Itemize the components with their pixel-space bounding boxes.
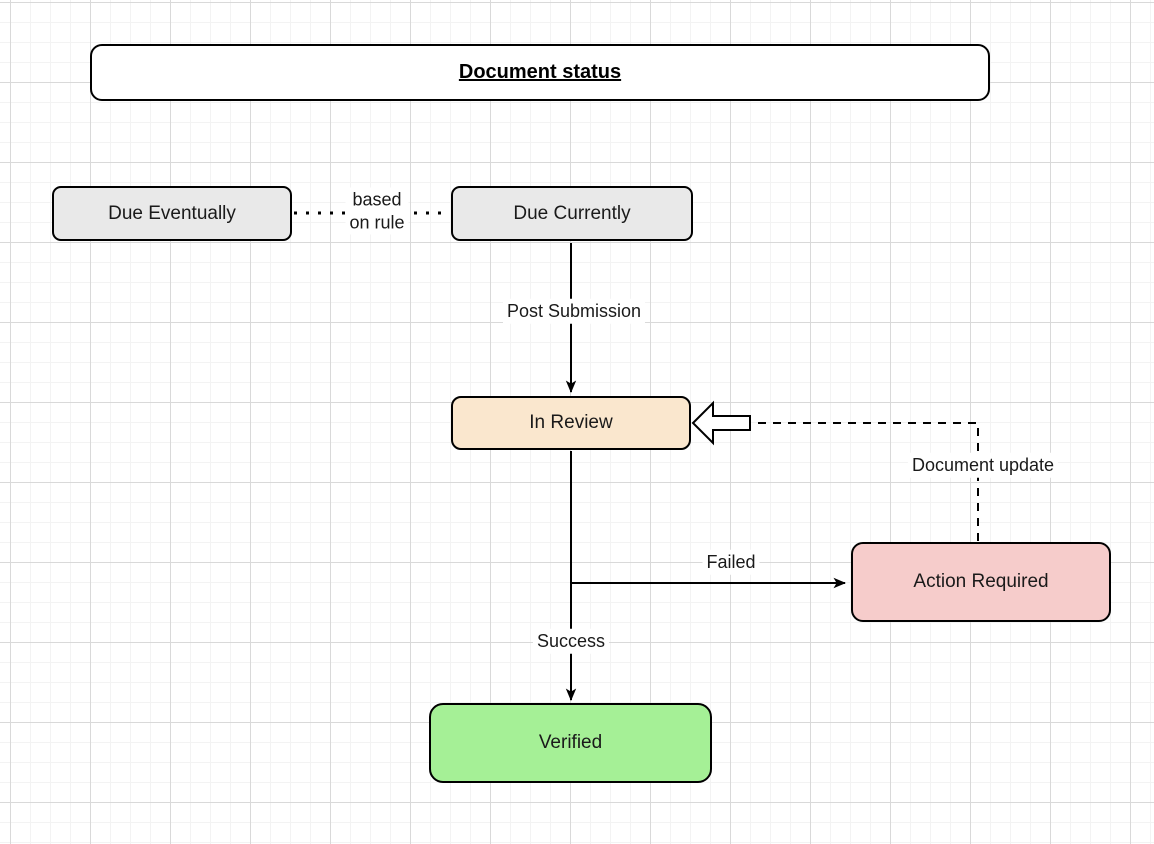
node-due-eventually[interactable]: Due Eventually [52,186,292,241]
node-action-required-label: Action Required [913,571,1049,592]
edge-document-update[interactable] [752,422,979,541]
node-title-label: Document status [458,61,622,83]
open-block-arrowhead-icon [691,400,751,446]
node-title[interactable]: Document status [90,44,990,101]
node-due-currently-label: Due Currently [513,202,631,224]
node-in-review-label: In Review [529,412,613,433]
edge-label-post-submission[interactable]: Post Submission [502,298,646,324]
node-in-review[interactable]: In Review [451,396,691,450]
edge-label-document-update[interactable]: Document update [907,452,1059,478]
node-due-eventually-label: Due Eventually [108,202,236,224]
edge-label-success[interactable]: Success [532,628,610,654]
edge-label-based-on-rule[interactable]: based on rule [345,187,409,235]
edge-label-failed[interactable]: Failed [702,549,760,575]
node-due-currently[interactable]: Due Currently [451,186,693,241]
node-action-required[interactable]: Action Required [851,542,1111,622]
node-verified-label: Verified [538,732,603,753]
node-verified[interactable]: Verified [429,703,712,783]
